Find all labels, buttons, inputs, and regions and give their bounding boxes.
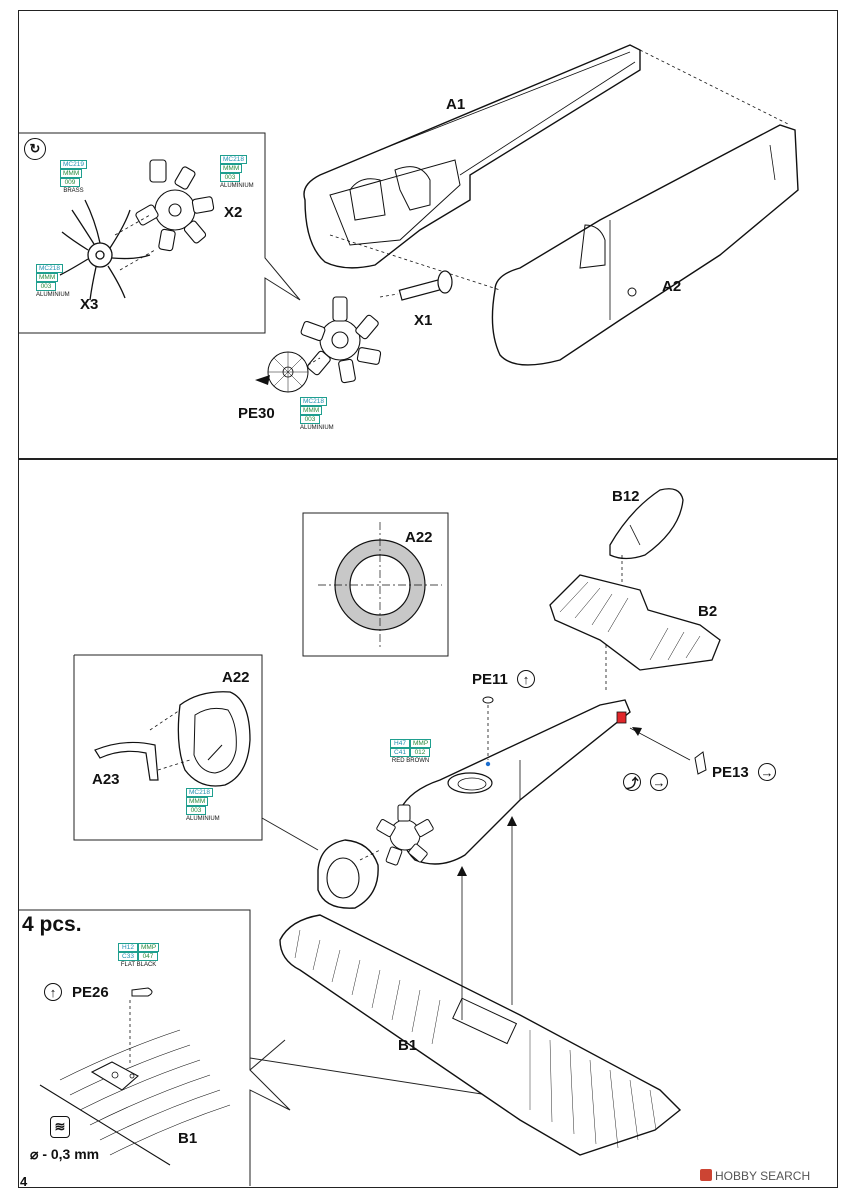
label-b2: B2 [698, 603, 718, 620]
label-b1-main: B1 [398, 1037, 418, 1054]
paint-name: FLAT BLACK [120, 962, 157, 968]
label-x3: X3 [80, 296, 99, 313]
paint-callout-pe30-aluminium: MC218 MMM 003 ALUMINIUM [300, 397, 334, 432]
hobby-search-logo-icon [700, 1169, 712, 1181]
watermark: HOBBY SEARCH [700, 1169, 810, 1183]
paint-code: MMM [186, 797, 209, 806]
label-a1: A1 [446, 96, 466, 113]
paint-callout-x3-brass: MC219 MMM 009 BRASS [60, 160, 87, 195]
arrow-right-icon: → [758, 763, 776, 781]
paint-callout-x3-aluminium: MC218 MMM 003 ALUMINIUM [36, 264, 70, 299]
paint-name: ALUMINIUM [220, 183, 254, 189]
paint-code: 003 [186, 806, 206, 815]
paint-code: MC218 [220, 155, 247, 164]
label-a22-top: A22 [405, 529, 433, 546]
paint-callout-x2-aluminium: MC218 MMM 003 ALUMINIUM [220, 155, 254, 190]
paint-code: MMM [60, 169, 83, 178]
bend-icon: ⤴ [623, 773, 641, 791]
paint-name: BRASS [63, 188, 84, 194]
paint-callout-a22-aluminium: MC218 MMM 003 ALUMINIUM [186, 788, 220, 823]
label-four-pcs: 4 pcs. [22, 913, 82, 936]
paint-code: 003 [220, 173, 240, 182]
paint-code: C33 [118, 952, 138, 961]
paint-code: MMP [410, 739, 432, 748]
drill-icon: ≋ [50, 1116, 70, 1138]
label-pe26: PE26 [72, 984, 109, 1001]
label-a23: A23 [92, 771, 120, 788]
paint-code: MC218 [186, 788, 213, 797]
paint-code: C41 [390, 748, 410, 757]
arrow-right-icon: → [650, 773, 668, 791]
label-b1-inset: B1 [178, 1130, 198, 1147]
label-a22-mid: A22 [222, 669, 250, 686]
paint-code: 009 [60, 178, 80, 187]
page-number: 4 [20, 1174, 28, 1189]
label-pe13: PE13 [712, 764, 749, 781]
paint-code: 012 [410, 748, 430, 757]
paint-code: 047 [138, 952, 158, 961]
paint-name: RED BROWN [391, 758, 430, 764]
paint-name: ALUMINIUM [36, 292, 70, 298]
step-frame-top [18, 10, 838, 460]
paint-code: 003 [300, 415, 320, 424]
label-a2: A2 [662, 278, 682, 295]
paint-code: MMM [36, 273, 59, 282]
arrow-up-icon: ↑ [44, 983, 62, 1001]
paint-code: MC218 [300, 397, 327, 406]
paint-code: MMP [138, 943, 160, 952]
step-frame-bottom [18, 458, 838, 1188]
paint-code: MMM [300, 406, 323, 415]
paint-name: ALUMINIUM [186, 816, 220, 822]
label-pe30: PE30 [238, 405, 275, 422]
rotate-icon: ↻ [24, 138, 46, 160]
paint-callout-red-brown: H47 MMP C41 012 RED BROWN [390, 739, 432, 765]
paint-code: H12 [118, 943, 138, 952]
label-drill-size: ⌀ - 0,3 mm [30, 1146, 100, 1162]
paint-callout-flat-black: H12 MMP C33 047 FLAT BLACK [118, 943, 160, 969]
label-b12: B12 [612, 488, 640, 505]
label-x1: X1 [414, 312, 433, 329]
label-pe11: PE11 [472, 671, 508, 688]
paint-code: 003 [36, 282, 56, 291]
paint-code: MMM [220, 164, 243, 173]
label-x2: X2 [224, 204, 243, 221]
arrow-up-icon: ↑ [517, 670, 535, 688]
watermark-text: HOBBY SEARCH [715, 1169, 811, 1183]
paint-code: H47 [390, 739, 410, 748]
paint-code: MC218 [36, 264, 63, 273]
paint-code: MC219 [60, 160, 87, 169]
paint-name: ALUMINIUM [300, 425, 334, 431]
